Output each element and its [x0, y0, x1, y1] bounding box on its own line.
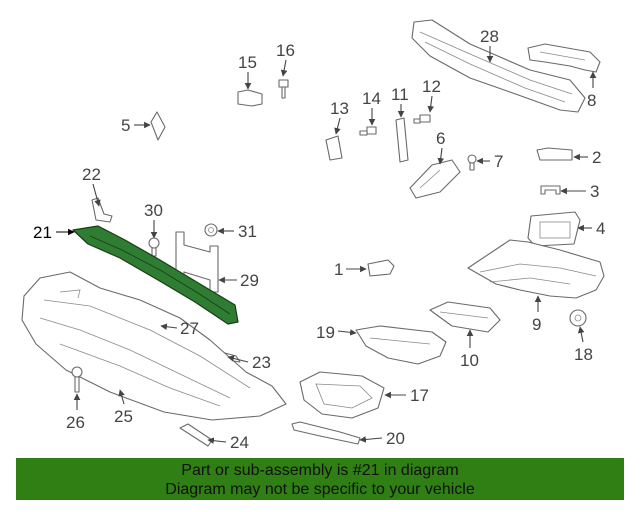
callout-3[interactable]: 3 [590, 182, 599, 201]
callout-22[interactable]: 22 [82, 165, 101, 184]
callout-9[interactable]: 9 [532, 315, 541, 334]
part-15-clip[interactable] [237, 89, 263, 107]
part-10-bracket[interactable] [429, 301, 501, 333]
part-16-bolt[interactable] [278, 79, 289, 99]
callout-24[interactable]: 24 [230, 433, 249, 452]
callout-15[interactable]: 15 [238, 53, 257, 72]
part-9-energy-absorber[interactable] [467, 239, 605, 299]
callout-11[interactable]: 11 [391, 85, 409, 104]
part-6-bracket[interactable] [409, 159, 461, 199]
part-26-bolt[interactable] [71, 366, 83, 393]
part-17-bezel[interactable] [299, 371, 385, 419]
leader-lines [56, 46, 597, 444]
callout-6[interactable]: 6 [436, 129, 445, 148]
part-1-cap[interactable] [367, 259, 395, 277]
part-30-bolt[interactable] [148, 237, 160, 257]
part-18-plug[interactable] [569, 309, 587, 327]
callout-18[interactable]: 18 [574, 345, 593, 364]
part-31-nut[interactable] [204, 223, 218, 237]
callout-20[interactable]: 20 [386, 429, 405, 448]
callout-7[interactable]: 7 [494, 152, 503, 171]
banner-line-1: Part or sub-assembly is #21 in diagram [181, 462, 459, 479]
parts-diagram: 16 15 5 13 14 11 12 6 7 28 8 2 3 4 1 9 1… [21, 19, 605, 452]
part-12-bolt[interactable] [413, 114, 431, 124]
callout-31[interactable]: 31 [238, 222, 257, 241]
part-25-splash-shield[interactable] [21, 271, 287, 421]
part-14-bolt[interactable] [359, 126, 377, 136]
part-2-clip[interactable] [536, 147, 573, 161]
callout-14[interactable]: 14 [362, 89, 381, 108]
info-banner: Part or sub-assembly is #21 in diagram D… [16, 458, 624, 500]
part-19-bracket[interactable] [355, 325, 447, 365]
callout-28[interactable]: 28 [480, 27, 499, 46]
callout-21[interactable]: 21 [33, 223, 52, 242]
part-28-reinforcement-beam[interactable] [411, 19, 586, 113]
part-11-strip[interactable] [395, 117, 409, 163]
part-20-trim-strip[interactable] [291, 421, 361, 445]
part-8-bracket[interactable] [527, 43, 601, 73]
callout-29[interactable]: 29 [240, 271, 259, 290]
part-24-clip[interactable] [179, 423, 213, 447]
callout-8[interactable]: 8 [587, 91, 596, 110]
callout-2[interactable]: 2 [592, 148, 601, 167]
callout-10[interactable]: 10 [460, 351, 479, 370]
callout-12[interactable]: 12 [422, 77, 441, 96]
callout-30[interactable]: 30 [144, 201, 163, 220]
callout-4[interactable]: 4 [596, 219, 605, 238]
part-13-bracket[interactable] [325, 135, 343, 161]
callout-1[interactable]: 1 [334, 260, 343, 279]
part-3-clip[interactable] [540, 185, 561, 195]
part-21-air-deflector[interactable] [72, 225, 239, 325]
callout-17[interactable]: 17 [410, 386, 429, 405]
part-7-bolt[interactable] [467, 154, 477, 171]
callout-13[interactable]: 13 [330, 99, 349, 118]
callout-27[interactable]: 27 [180, 319, 199, 338]
callout-25[interactable]: 25 [114, 407, 133, 426]
part-22-bracket[interactable] [91, 197, 113, 223]
callout-5[interactable]: 5 [121, 116, 130, 135]
callout-23[interactable]: 23 [252, 353, 271, 372]
callout-labels: 16 15 5 13 14 11 12 6 7 28 8 2 3 4 1 9 1… [33, 27, 605, 452]
banner-line-2: Diagram may not be specific to your vehi… [165, 481, 475, 498]
callout-19[interactable]: 19 [316, 323, 335, 342]
callout-26[interactable]: 26 [66, 413, 85, 432]
part-4-cover[interactable] [527, 211, 581, 247]
callout-16[interactable]: 16 [276, 41, 295, 60]
part-5-plug[interactable] [150, 111, 166, 141]
